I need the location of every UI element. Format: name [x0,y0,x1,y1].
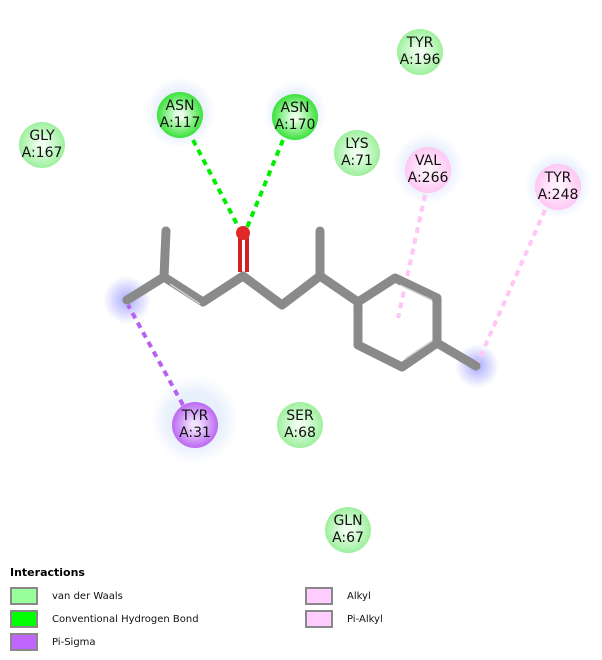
residue-id: A:67 [332,530,364,546]
interaction-lines [126,139,547,406]
residue-name: GLN [333,513,363,529]
legend-label: Conventional Hydrogen Bond [52,613,199,625]
residue-name: ASN [165,98,195,114]
legend-label: Pi-Alkyl [347,613,383,625]
legend-swatch [305,610,333,628]
residue-name: ASN [280,100,310,116]
residue-name: VAL [414,153,442,169]
residue-id: A:117 [159,115,201,131]
ligand-bonds [122,226,481,372]
legend-label: van der Waals [52,590,123,602]
legend-label: Pi-Sigma [52,636,96,648]
alkyl-line [396,194,427,319]
legend-item-vdw: van der Waals [10,587,123,605]
legend-title: Interactions [10,566,85,579]
residue-name: GLY [29,128,55,144]
legend-item-hbond: Conventional Hydrogen Bond [10,610,199,628]
residue-name: LYS [345,136,369,152]
legend-label: Alkyl [347,590,371,602]
oxygen-atom [236,226,250,240]
residue-id: A:248 [537,187,579,203]
residue-id: A:71 [341,153,373,169]
legend-swatch [10,610,38,628]
residue-name: SER [286,408,314,424]
residue-id: A:196 [399,52,441,68]
legend-item-pisigma: Pi-Sigma [10,633,96,651]
legend-item-pialkyl: Pi-Alkyl [305,610,383,628]
residue-id: A:68 [284,425,316,441]
residue-name: TYR [406,35,434,51]
hbond-line [244,139,285,231]
legend-swatch [10,633,38,651]
residue-id: A:167 [21,145,63,161]
hbond-line [191,139,242,231]
residue-name: TYR [544,170,572,186]
residue-id: A:31 [179,425,211,441]
residue-id: A:170 [274,117,316,133]
residue-id: A:266 [407,170,449,186]
pisigma-line [126,304,185,406]
residue-name: TYR [181,408,209,424]
legend-swatch [305,587,333,605]
legend-item-alkyl: Alkyl [305,587,371,605]
legend-swatch [10,587,38,605]
double-bond-marks [169,283,433,360]
carbonyl [236,226,250,272]
pialkyl-line [476,209,547,363]
